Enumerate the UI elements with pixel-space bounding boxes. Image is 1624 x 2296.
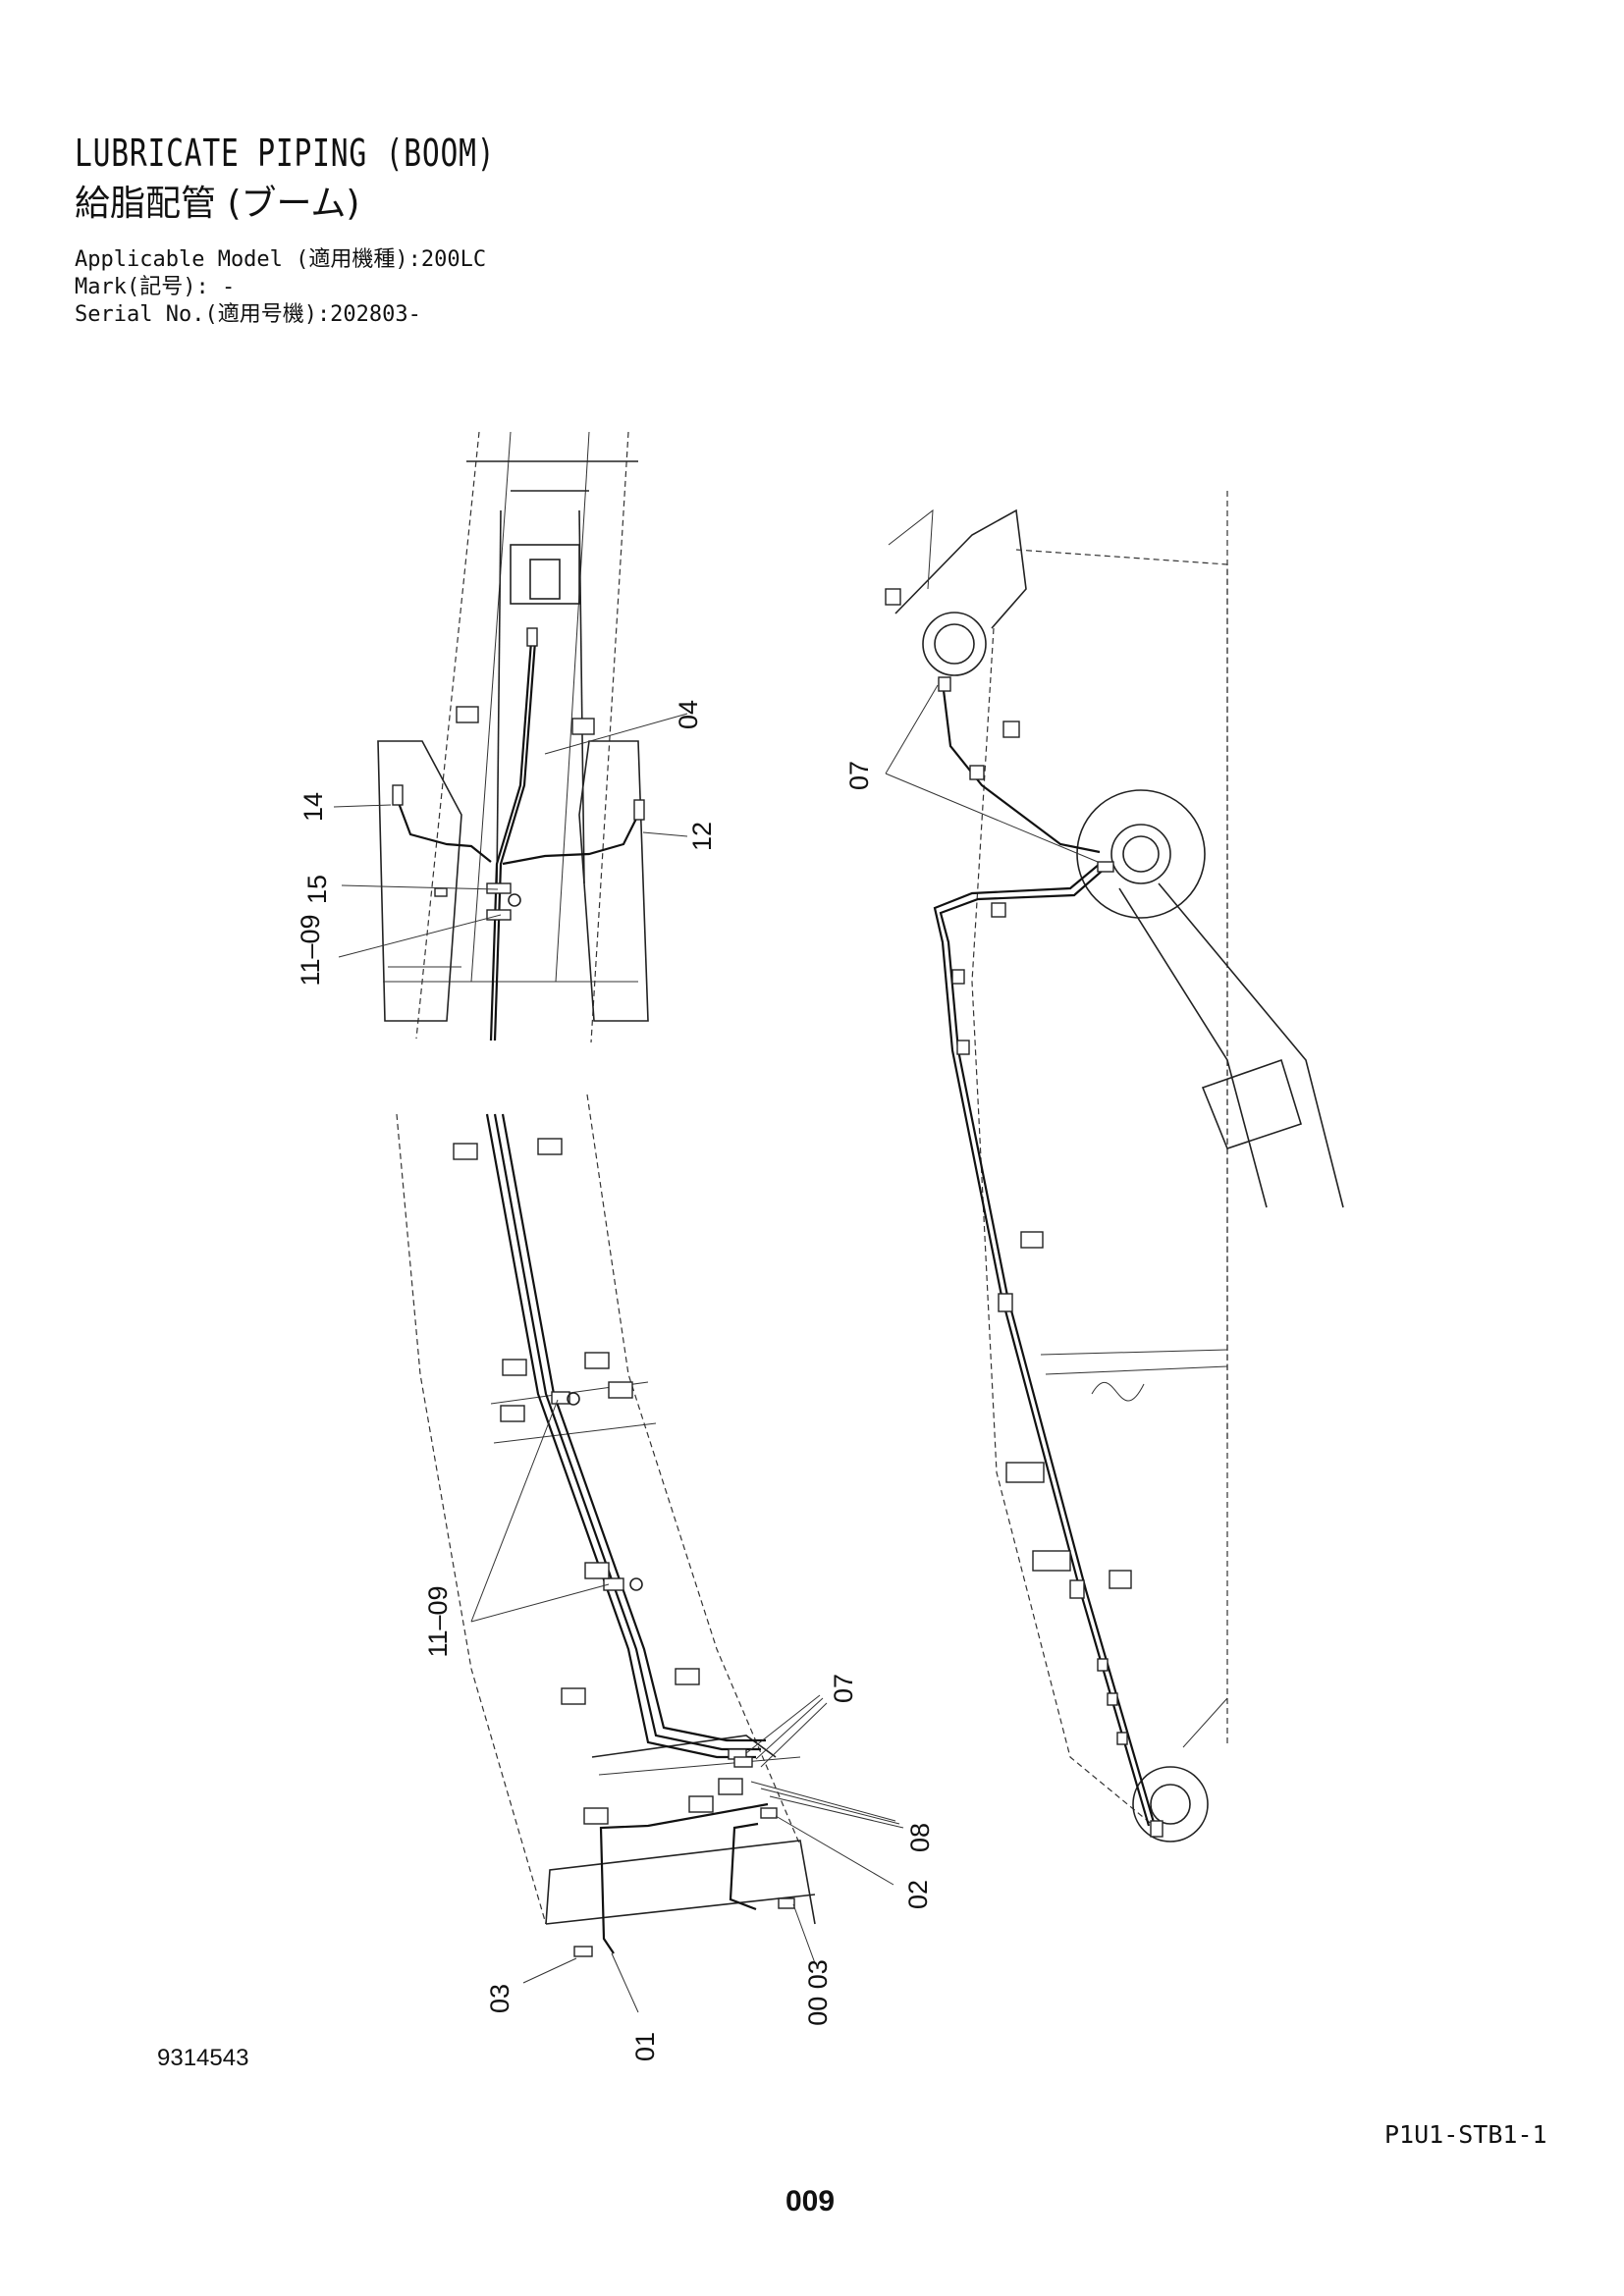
callout-11-09-bottom: 11–09 <box>423 1585 453 1657</box>
callout-07-right: 07 <box>844 761 874 790</box>
serial-number: Serial No.(適用号機):202803- <box>75 302 421 327</box>
callout-08: 08 <box>905 1823 935 1852</box>
callout-02: 02 <box>903 1880 933 1909</box>
callout-04: 04 <box>674 700 703 729</box>
page-title: LUBRICATE PIPING (BOOM) <box>75 132 496 175</box>
mark-field: Mark(記号): - <box>75 275 236 299</box>
page-title-japanese: 給脂配管 (ブーム) <box>75 184 360 224</box>
sheet-code: P1U1-STB1-1 <box>1384 2120 1547 2149</box>
applicable-model: Applicable Model (適用機種):200LC <box>75 247 487 272</box>
detail-boom-foot <box>333 431 688 1043</box>
callout-14: 14 <box>298 792 328 822</box>
drawing-number: 9314543 <box>157 2045 249 2071</box>
callout-labels: 04 14 12 15 11–09 07 11–09 07 08 02 03 0… <box>296 700 935 2061</box>
callout-15: 15 <box>302 875 332 904</box>
callout-11-09-top: 11–09 <box>296 914 325 986</box>
callout-07-bottom: 07 <box>829 1674 858 1703</box>
detail-boom-bend <box>396 1094 904 2013</box>
callout-03: 03 <box>485 1984 514 2013</box>
callout-00-03: 00 03 <box>803 1959 833 2026</box>
callout-12: 12 <box>687 822 717 851</box>
callout-01: 01 <box>630 2032 660 2061</box>
page-number: 009 <box>785 2185 836 2217</box>
detail-boom-side <box>885 491 1344 1842</box>
